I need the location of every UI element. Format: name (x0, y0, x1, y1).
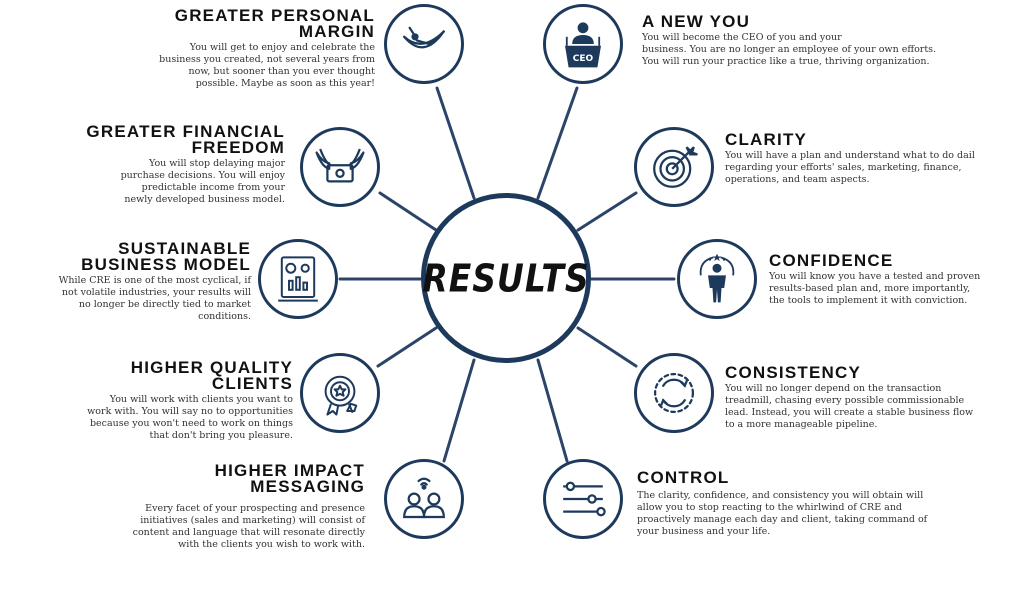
connector-line (536, 86, 579, 200)
item-description: You will no longer depend on the transac… (725, 383, 974, 430)
hub-label: RESULTS (422, 255, 590, 301)
item-description: Every facet of your prospecting and pres… (132, 503, 365, 550)
winged-money-icon (300, 127, 380, 207)
item-description: While CRE is one of the most cyclical, i… (58, 275, 251, 322)
item-confidence: CONFIDENCE You will know you have a test… (769, 251, 1012, 307)
item-control: CONTROL The clarity, confidence, and con… (637, 468, 1007, 538)
cycle-arrows-icon (634, 353, 714, 433)
connector-line (576, 326, 638, 368)
item-a-new-you: A NEW YOU You will become the CEO of you… (642, 12, 1002, 68)
business-model-icon (258, 239, 338, 319)
connector-line (576, 191, 638, 232)
connector-line (378, 191, 438, 232)
ceo-podium-icon: CEO (543, 4, 623, 84)
item-title: CONFIDENCE (769, 251, 894, 270)
item-title: CLARITY (725, 130, 808, 149)
item-description: You will know you have a tested and prov… (769, 271, 981, 306)
confident-person-icon (677, 239, 757, 319)
hammock-icon (384, 4, 464, 84)
control-sliders-icon (543, 459, 623, 539)
item-description: The clarity, confidence, and consistency… (637, 490, 928, 537)
connector-line (536, 358, 569, 463)
item-clarity: CLARITY You will have a plan and underst… (725, 130, 1012, 186)
connector-line (376, 326, 438, 368)
results-hub: RESULTS (421, 193, 591, 363)
item-description: You will have a plan and understand what… (725, 150, 975, 185)
ceo-label: CEO (573, 54, 594, 64)
connector-line (435, 86, 476, 200)
messaging-people-icon (384, 459, 464, 539)
item-title: CONSISTENCY (725, 363, 861, 382)
item-consistency: CONSISTENCY You will no longer depend on… (725, 363, 1012, 431)
target-icon (634, 127, 714, 207)
item-title: A NEW YOU (642, 12, 751, 31)
connector-line (442, 358, 476, 463)
quality-badge-icon (300, 353, 380, 433)
item-title: CONTROL (637, 468, 730, 487)
